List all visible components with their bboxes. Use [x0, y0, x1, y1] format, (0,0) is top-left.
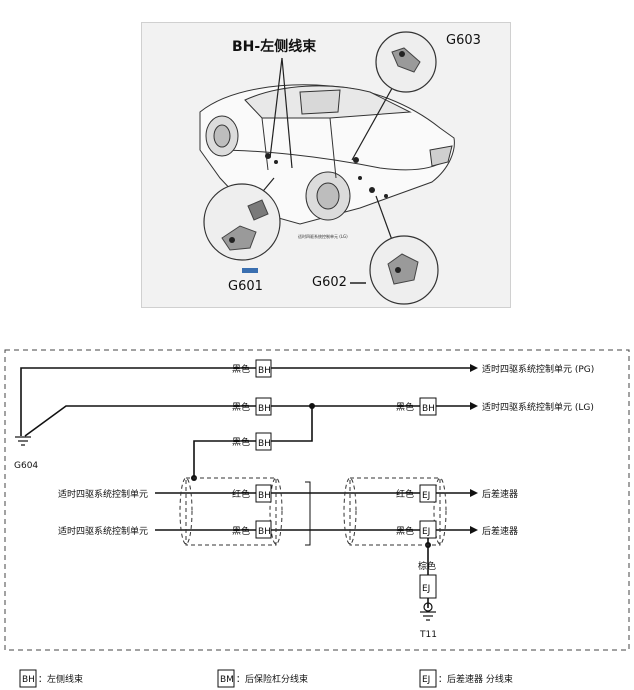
- legend-code-bh: BH: [22, 675, 35, 685]
- g602-label: G602: [312, 275, 347, 290]
- detail-circle-g602: [369, 235, 439, 305]
- shield1-color-right: 红色: [396, 488, 414, 500]
- g601-label: G601: [228, 279, 263, 294]
- wire3-color: 黑色: [232, 436, 250, 448]
- shield2-color-left: 黑色: [232, 525, 250, 537]
- harness-bh-label: BH-左侧线束: [232, 38, 317, 55]
- wire2b-connector: BH: [422, 404, 435, 414]
- g603-label: G603: [446, 33, 481, 48]
- shield1-conn-left: BH: [258, 491, 271, 501]
- shield1-dest: 后差速器: [482, 488, 518, 500]
- shield2-dest: 后差速器: [482, 525, 518, 537]
- detail-circle-g603: [375, 31, 437, 93]
- shield-groups: [179, 477, 447, 546]
- legend-text-ej: ：后差速器 分线束: [438, 673, 513, 685]
- g604-label: G604: [14, 461, 38, 471]
- wire1-dest: 适时四驱系统控制单元 (PG): [482, 363, 594, 375]
- shield1-source: 适时四驱系统控制单元: [58, 488, 148, 500]
- shield2-color-right: 黑色: [396, 525, 414, 537]
- g601-marker: [242, 268, 258, 273]
- harness-break-bracket: [305, 481, 311, 546]
- destination-arrows: [470, 364, 478, 534]
- connector-boxes: [19, 359, 437, 688]
- shield2-conn-left: BH: [258, 527, 271, 537]
- photo-small-caption: 适时四驱系统控制单元 (LG): [298, 233, 348, 239]
- shield1-conn-right: EJ: [422, 491, 430, 501]
- wire2-dest: 适时四驱系统控制单元 (LG): [482, 401, 594, 413]
- schematic-border: [4, 349, 630, 651]
- ground-symbol-t11: [420, 602, 436, 621]
- ground-wire-color: 棕色: [418, 560, 436, 572]
- t11-label: T11: [419, 630, 437, 640]
- legend-text-bm: ：后保险杠分线束: [236, 673, 308, 685]
- legend-code-ej: EJ: [422, 675, 430, 685]
- legend-code-bm: BM: [220, 675, 234, 685]
- ground-wire-connector: EJ: [422, 584, 430, 594]
- wire1-connector: BH: [258, 366, 271, 376]
- wire2-connector: BH: [258, 404, 271, 414]
- wire1-color: 黑色: [232, 363, 250, 375]
- ground-symbol-g604: [15, 436, 31, 446]
- wire2b-color: 黑色: [396, 401, 414, 413]
- shield1-color-left: 红色: [232, 488, 250, 500]
- harness-points: [265, 153, 388, 198]
- splice-points: [191, 403, 431, 548]
- wire3-connector: BH: [258, 439, 271, 449]
- legend-text-bh: ：左侧线束: [38, 673, 83, 685]
- shield2-conn-right: EJ: [422, 527, 430, 537]
- detail-circle-g601: [203, 183, 281, 261]
- wire2-color: 黑色: [232, 401, 250, 413]
- shield2-source: 适时四驱系统控制单元: [58, 525, 148, 537]
- car-illustration: [199, 84, 455, 225]
